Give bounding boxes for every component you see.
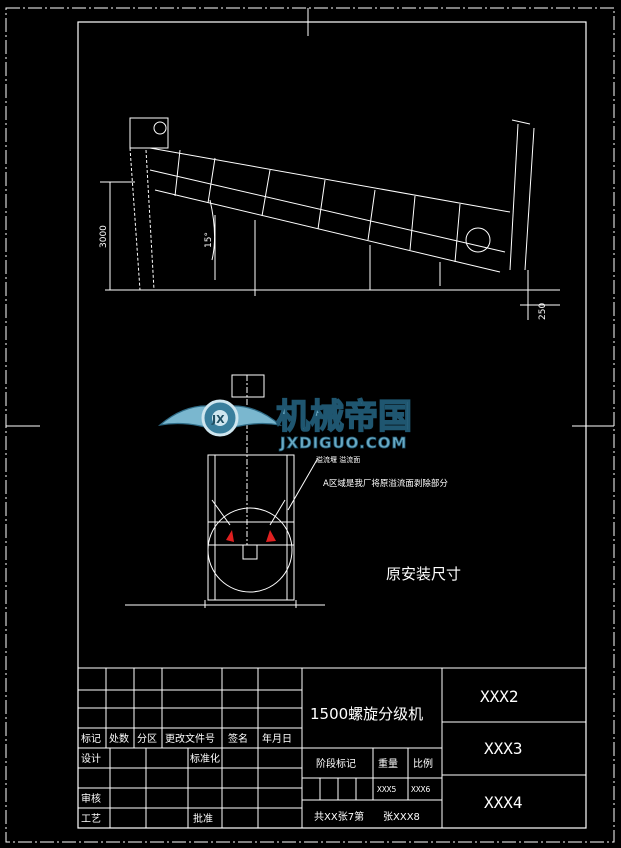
title-block (77, 667, 587, 829)
end-elevation-view (125, 374, 325, 608)
rev-header-signature: 签名 (228, 732, 248, 745)
label-weight: 重量 (378, 757, 398, 770)
height-dimension-label: 3000 (99, 225, 109, 248)
side-elevation-view (100, 117, 560, 320)
watermark-logo: JX (157, 399, 283, 437)
angle-dimension-label: 15° (204, 232, 214, 248)
sheet-info: 共XX张7第 (314, 810, 364, 823)
label-stage-mark: 阶段标记 (316, 757, 356, 770)
weight-value: XXX5 (377, 785, 396, 794)
offset-dimension-label: 250 (538, 303, 548, 320)
outer-border (5, 7, 615, 843)
install-size-label: 原安装尺寸 (386, 565, 461, 583)
label-process: 工艺 (81, 813, 101, 825)
code-mid: XXX3 (484, 739, 523, 758)
code-bottom: XXX4 (484, 793, 523, 812)
region-a-marker-right (266, 530, 276, 542)
watermark-brand-url: JXDIGUO.COM (279, 434, 407, 452)
annotation-note-small: 溢流堰 溢流面 (316, 455, 360, 464)
rev-header-zone: 分区 (137, 733, 157, 745)
label-review: 审核 (81, 792, 101, 805)
label-approve: 批准 (193, 812, 213, 825)
region-a-marker-left (226, 530, 234, 542)
rev-header-date: 年月日 (262, 732, 292, 745)
gear-hub-icon (212, 410, 228, 426)
watermark-brand-cn: 机械帝国 (276, 397, 412, 437)
scale-value: XXX6 (411, 785, 430, 794)
label-design: 设计 (81, 752, 101, 765)
code-top: XXX2 (480, 687, 519, 706)
label-standardization: 标准化 (190, 752, 220, 765)
rev-header-change-doc: 更改文件号 (165, 732, 215, 745)
rev-header-mark: 标记 (81, 733, 101, 745)
gear-letters-icon: JX (211, 413, 225, 426)
annotation-note: A区域是我厂将原溢流面剥除部分 (323, 478, 448, 489)
label-scale: 比例 (413, 757, 433, 770)
rev-header-count: 处数 (109, 732, 129, 745)
drawing-title: 1500螺旋分级机 (310, 705, 423, 723)
revision-headers: 标记 处数 分区 更改文件号 签名 年月日 (81, 732, 292, 745)
sheet-info-2: 张XXX8 (383, 811, 420, 823)
